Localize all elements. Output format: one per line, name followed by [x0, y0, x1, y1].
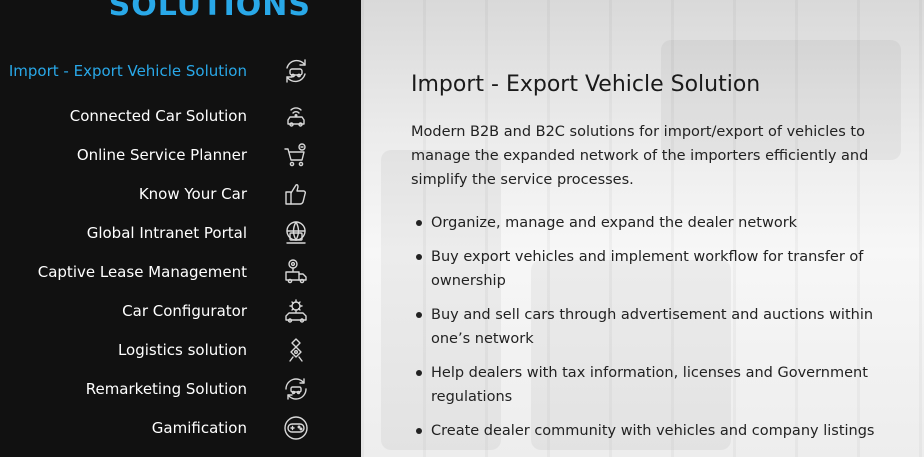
menu-item-captive-lease-management[interactable]: Captive Lease Management	[0, 252, 361, 291]
menu-item-connected-car[interactable]: Connected Car Solution	[0, 96, 361, 135]
solution-description: Modern B2B and B2C solutions for import/…	[411, 124, 869, 188]
solution-title: Import - Export Vehicle Solution	[411, 72, 761, 97]
solution-detail-panel: Import - Export Vehicle Solution Modern …	[361, 0, 924, 457]
lease-truck-icon	[279, 255, 313, 289]
menu-item-online-service-planner[interactable]: Online Service Planner	[0, 135, 361, 174]
menu-item-label: Car Configurator	[122, 301, 247, 320]
menu-item-label: Gamification	[151, 418, 247, 437]
feature-list-item: Create dealer community with vehicles an…	[411, 419, 906, 443]
menu-item-label: Online Service Planner	[76, 145, 247, 164]
menu-item-label: Global Intranet Portal	[86, 223, 247, 242]
menu-item-label: Know Your Car	[138, 184, 247, 203]
feature-list-item: Organize, manage and expand the dealer n…	[411, 211, 906, 235]
background-vehicle-shape	[381, 150, 501, 450]
sidebar-title: SOLUTIONS	[108, 0, 311, 23]
feature-list-item: Help dealers with tax information, licen…	[411, 361, 906, 409]
menu-item-know-your-car[interactable]: Know Your Car	[0, 174, 361, 213]
menu-item-remarketing-solution[interactable]: Remarketing Solution	[0, 369, 361, 408]
menu-item-car-configurator[interactable]: Car Configurator	[0, 291, 361, 330]
service-cart-icon	[279, 138, 313, 172]
gamepad-icon	[279, 411, 313, 445]
menu-item-global-intranet-portal[interactable]: Global Intranet Portal	[0, 213, 361, 252]
menu-item-label: Captive Lease Management	[37, 262, 247, 281]
menu-item-import-export[interactable]: Import - Export Vehicle Solution	[0, 51, 361, 91]
logistics-route-icon	[279, 333, 313, 367]
car-gear-icon	[279, 294, 313, 328]
menu-item-label: Connected Car Solution	[69, 106, 247, 125]
menu-item-label: Remarketing Solution	[85, 379, 247, 398]
car-exchange-icon	[279, 54, 313, 88]
menu-item-label: Logistics solution	[117, 340, 247, 359]
background-vehicle-shape	[531, 260, 731, 450]
background-vehicle-shape	[661, 40, 901, 160]
feature-list-item: Buy and sell cars through advertisement …	[411, 303, 906, 351]
connected-car-icon	[279, 99, 313, 133]
menu-item-logistics-solution[interactable]: Logistics solution	[0, 330, 361, 369]
solution-feature-list: Organize, manage and expand the dealer n…	[411, 211, 906, 453]
feature-list-item: Buy export vehicles and implement workfl…	[411, 245, 906, 293]
solutions-menu: Import - Export Vehicle Solution Connect…	[0, 51, 361, 447]
thumbs-up-icon	[279, 177, 313, 211]
car-recycle-icon	[279, 372, 313, 406]
menu-item-label: Import - Export Vehicle Solution	[8, 62, 247, 80]
globe-laptop-icon	[279, 216, 313, 250]
menu-item-gamification[interactable]: Gamification	[0, 408, 361, 447]
solutions-sidebar: SOLUTIONS Import - Export Vehicle Soluti…	[0, 0, 361, 457]
